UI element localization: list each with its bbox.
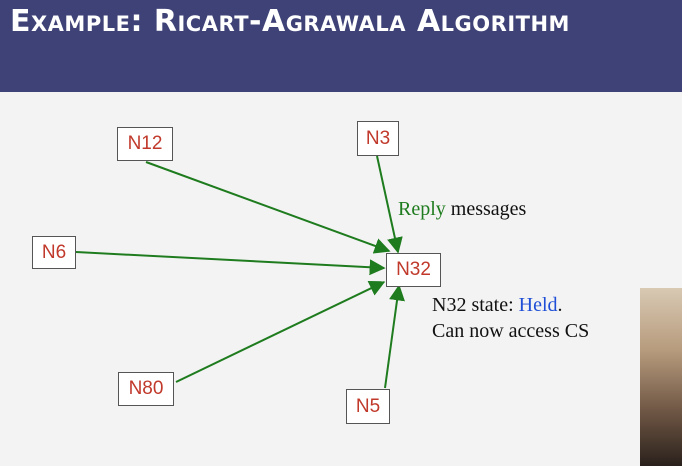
arrow-n5-to-n32 bbox=[384, 284, 405, 389]
state-suffix: . bbox=[557, 294, 563, 316]
slide-body bbox=[0, 92, 682, 466]
access-cs-line: Can now access CS bbox=[432, 320, 590, 342]
node-n3: N3 bbox=[357, 121, 399, 156]
n32-state-line: N32 state: Held. bbox=[432, 294, 563, 317]
state-prefix: N32 state: bbox=[432, 294, 519, 316]
reply-word: Reply bbox=[398, 198, 446, 220]
node-n5: N5 bbox=[346, 389, 390, 424]
webcam-overlay bbox=[640, 288, 682, 466]
node-n32: N32 bbox=[386, 253, 441, 287]
arrow-n6-to-n32 bbox=[75, 251, 386, 276]
reply-messages-label: Reply messages bbox=[398, 198, 526, 221]
state-held: Held bbox=[518, 294, 558, 316]
slide-header: Example: Ricart-Agrawala Algorithm bbox=[0, 0, 682, 92]
node-n6: N6 bbox=[32, 236, 76, 269]
slide-title: Example: Ricart-Agrawala Algorithm bbox=[10, 4, 570, 39]
arrow-n3-to-n32 bbox=[376, 155, 403, 254]
node-n12: N12 bbox=[117, 127, 173, 161]
arrow-n80-to-n32 bbox=[175, 281, 386, 383]
messages-word: messages bbox=[445, 198, 527, 220]
arrow-n12-to-n32 bbox=[145, 161, 391, 254]
node-n80: N80 bbox=[118, 372, 174, 406]
